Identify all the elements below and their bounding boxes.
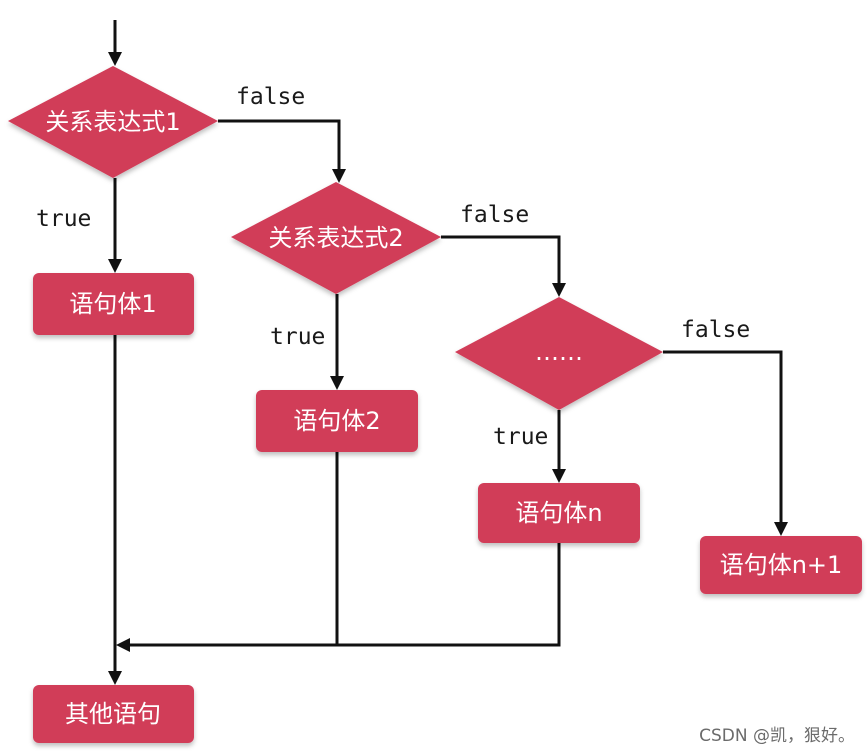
- condition2-diamond: [231, 182, 441, 294]
- arrowhead-other: [108, 671, 122, 685]
- statementN-box: [478, 483, 640, 543]
- condition2-node: 关系表达式2: [231, 182, 441, 294]
- statementN1-box: [700, 536, 862, 594]
- edge-false-2: [441, 235, 561, 286]
- arrowhead-false-3: [774, 522, 788, 536]
- edge-label-false-1: false: [236, 84, 305, 110]
- edge-false-1: [218, 119, 341, 172]
- other-statement-label: 其他语句: [65, 700, 161, 728]
- statement1-box: [33, 273, 194, 335]
- statementN1-label: 语句体n+1: [720, 551, 843, 579]
- arrowhead-true-2: [330, 376, 344, 390]
- csdn-watermark: CSDN @凯，狠好。: [699, 726, 855, 746]
- edge-label-false-3: false: [681, 317, 750, 343]
- edge-label-true-3: true: [493, 424, 548, 450]
- statementN-node: 语句体n: [478, 483, 640, 543]
- statement2-box: [256, 390, 418, 452]
- statement2-label: 语句体2: [293, 407, 380, 435]
- statement1-label: 语句体1: [69, 290, 156, 318]
- condition2-label: 关系表达式2: [268, 224, 403, 252]
- condition3-diamond: [455, 297, 663, 410]
- statementN-label: 语句体n: [515, 499, 602, 527]
- condition1-label: 关系表达式1: [45, 108, 180, 136]
- edge-label-false-2: false: [460, 202, 529, 228]
- edge-label-true-2: true: [270, 324, 325, 350]
- condition3-node: ……: [455, 297, 663, 410]
- condition1-node: 关系表达式1: [8, 66, 218, 178]
- statement2-node: 语句体2: [256, 390, 418, 452]
- edge-false-3: [663, 350, 783, 525]
- statementN1-node: 语句体n+1: [700, 536, 862, 594]
- edge-merge: [128, 543, 561, 647]
- arrowhead-true-3: [552, 469, 566, 483]
- other-node: 其他语句: [33, 685, 194, 743]
- connectors: [108, 20, 788, 685]
- other-statement-box: [33, 685, 194, 743]
- statement1-node: 语句体1: [33, 273, 194, 335]
- arrowhead-false-2: [552, 283, 566, 297]
- arrowhead-false-1: [332, 169, 346, 183]
- condition3-label: ……: [535, 338, 583, 366]
- arrowhead-merge: [116, 638, 130, 652]
- edge-label-true-1: true: [36, 206, 91, 232]
- condition1-diamond: [8, 66, 218, 178]
- arrowhead-true-1: [108, 259, 122, 273]
- entry-arrowhead: [108, 52, 122, 66]
